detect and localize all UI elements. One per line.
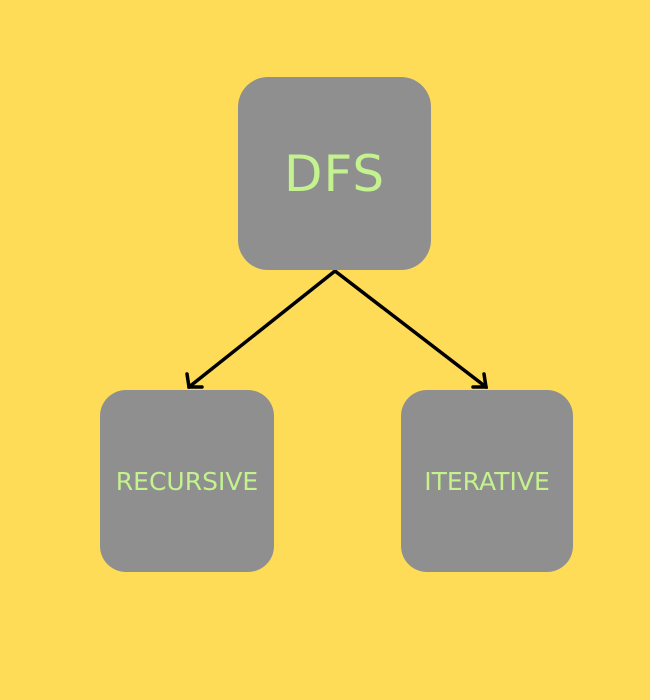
arrowhead-recursive-icon [185, 372, 204, 389]
node-recursive-label: RECURSIVE [115, 466, 259, 496]
node-dfs: DFS [238, 77, 431, 270]
arrow-dfs-to-iterative [333, 269, 488, 389]
node-iterative-label: ITERATIVE [424, 466, 550, 496]
arrowhead-iterative-icon [471, 372, 489, 389]
node-recursive: RECURSIVE [100, 390, 274, 572]
node-iterative: ITERATIVE [401, 390, 573, 572]
arrow-dfs-to-recursive [187, 269, 337, 389]
node-dfs-label: DFS [283, 144, 386, 203]
